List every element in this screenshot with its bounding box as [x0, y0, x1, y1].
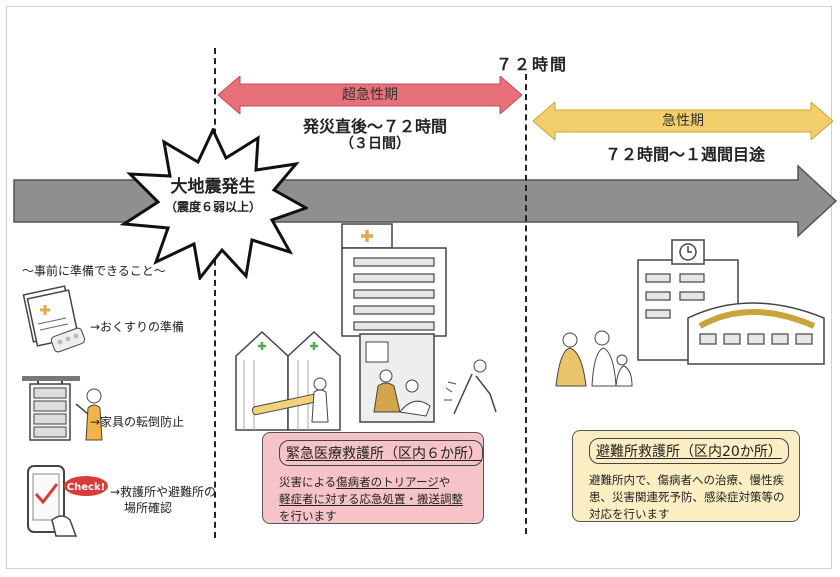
shelter-building-icon	[637, 239, 825, 365]
emergency-desc-line2: 軽症者に対する応急処置・搬送調整	[279, 492, 463, 506]
figure-frame	[6, 6, 832, 569]
medicine-notebook-icon	[22, 285, 86, 353]
earthquake-subtitle: （震度６弱以上）	[164, 200, 261, 214]
furniture-icon	[22, 376, 103, 441]
emergency-station-box: 緊急医療救護所（区内６か所） 災害による傷病者のトリアージや 軽症者に対する応急…	[262, 432, 484, 524]
prep-item-furniture-label: →家具の転倒防止	[90, 415, 185, 429]
super-acute-range: 発災直後～７２時間	[302, 117, 447, 136]
shelter-desc-line2: 患、災害関連死予防、感染症対策等の	[589, 490, 785, 504]
prep-item-location-label: →救護所や避難所の	[110, 485, 217, 499]
acute-range: ７２時間～１週間目途	[604, 145, 765, 164]
preparation-heading: ～事前に準備できること～	[22, 264, 166, 278]
hospital-building-icon	[341, 223, 447, 337]
earthquake-title: 大地震発生	[170, 177, 256, 197]
divider-earthquake	[214, 48, 216, 538]
acute-arrow	[533, 102, 833, 140]
shelter-station-box: 避難所救護所（区内20か所） 避難所内で、傷病者への治療、慢性疾 患、災害関連死…	[572, 430, 800, 522]
check-badge-text: Check!	[67, 482, 105, 493]
super-acute-arrow	[218, 76, 522, 114]
prep-item-medicine-label: →おくすりの準備	[90, 320, 185, 334]
smartphone-check-icon: Check!	[27, 465, 108, 537]
emergency-station-desc: 災害による傷病者のトリアージや 軽症者に対する応急処置・搬送調整 を行います	[279, 474, 483, 525]
divider-72h	[525, 74, 527, 534]
emergency-desc-line3: を行います	[279, 509, 337, 523]
triage-scene-icon	[359, 333, 497, 423]
boundary-72h-label: ７２時間	[496, 55, 569, 74]
earthquake-burst-icon	[119, 128, 308, 280]
evacuees-icon	[555, 330, 633, 387]
super-acute-title: 超急性期	[342, 87, 398, 103]
emergency-station-title: 緊急医療救護所（区内６か所）	[279, 440, 483, 466]
acute-title: 急性期	[662, 113, 704, 129]
shelter-desc-line3: 対応を行います	[589, 507, 670, 521]
shelter-station-title: 避難所救護所（区内20か所）	[589, 438, 789, 464]
emergency-desc-line1-pre: 災害による	[279, 475, 337, 489]
shelter-desc-line1: 避難所内で、傷病者への治療、慢性疾	[589, 473, 785, 487]
super-acute-range-sub: （３日間）	[340, 136, 410, 152]
emergency-desc-line1-post: や	[438, 475, 451, 489]
emergency-desc-line1-u: 傷病者のトリアージ	[336, 475, 439, 489]
prep-item-location-label-2: 場所確認	[124, 501, 173, 515]
medical-tents-icon	[235, 330, 341, 431]
shelter-station-desc: 避難所内で、傷病者への治療、慢性疾 患、災害関連死予防、感染症対策等の 対応を行…	[589, 472, 799, 523]
